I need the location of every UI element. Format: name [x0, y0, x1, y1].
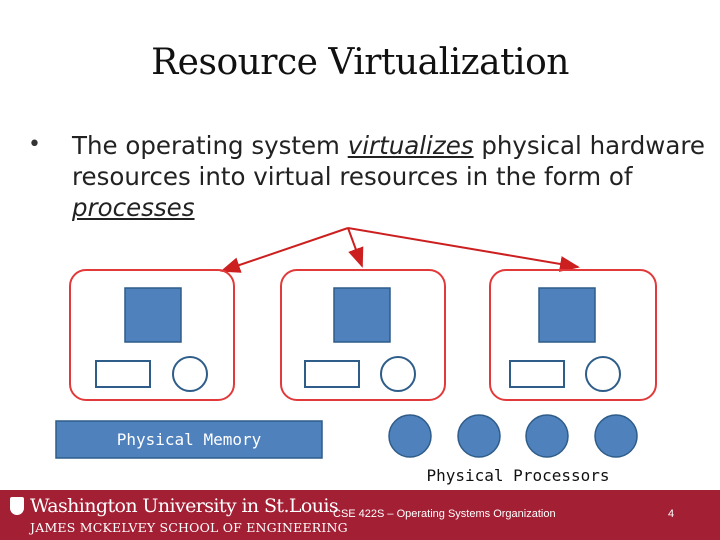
university-name: Washington University in St.Louis [30, 495, 339, 517]
process-3 [489, 269, 657, 401]
physical-processors [388, 414, 638, 458]
bullet-text: The operating system virtualizes physica… [72, 130, 712, 223]
physical-processors-label: Physical Processors [426, 466, 610, 485]
physical-processor [457, 414, 501, 458]
arrow-to-process-3 [347, 227, 580, 272]
virtual-memory-box [304, 360, 360, 388]
physical-memory-label: Physical Memory [116, 430, 262, 449]
physical-processor [388, 414, 432, 458]
virtual-cpu-box [124, 287, 182, 343]
arrow-to-process-2 [347, 227, 364, 268]
footer-bar [0, 490, 720, 540]
bullet-text-part-2: physical hardware resources into virtual… [72, 131, 705, 191]
school-name: JAMES MCKELVEY SCHOOL OF ENGINEERING [30, 520, 348, 535]
bullet-text-part-1: The operating system [72, 131, 348, 160]
virtual-memory-box [95, 360, 151, 388]
virtual-processor-circle [172, 356, 208, 392]
page-number: 4 [668, 508, 675, 520]
university-logo: Washington University in St.Louis [10, 494, 339, 518]
arrow-to-process-1 [220, 227, 349, 273]
process-2 [280, 269, 446, 401]
course-name: CSE 422S – Operating Systems Organizatio… [333, 508, 556, 520]
university-seal-icon [10, 497, 24, 515]
slide-title: Resource Virtualization [151, 42, 569, 83]
bullet-marker: • [28, 132, 41, 157]
process-outline [489, 269, 657, 401]
virtual-processor-circle [380, 356, 416, 392]
process-1 [69, 269, 235, 401]
arrows [220, 227, 580, 273]
physical-memory-box [55, 420, 323, 459]
emphasis-processes: processes [72, 193, 195, 222]
emphasis-virtualizes: virtualizes [347, 131, 474, 160]
virtual-cpu-box [333, 287, 391, 343]
process-outline [280, 269, 446, 401]
physical-processor [525, 414, 569, 458]
virtual-memory-box [509, 360, 565, 388]
physical-processor [594, 414, 638, 458]
process-outline [69, 269, 235, 401]
virtual-cpu-box [538, 287, 596, 343]
virtual-processor-circle [585, 356, 621, 392]
